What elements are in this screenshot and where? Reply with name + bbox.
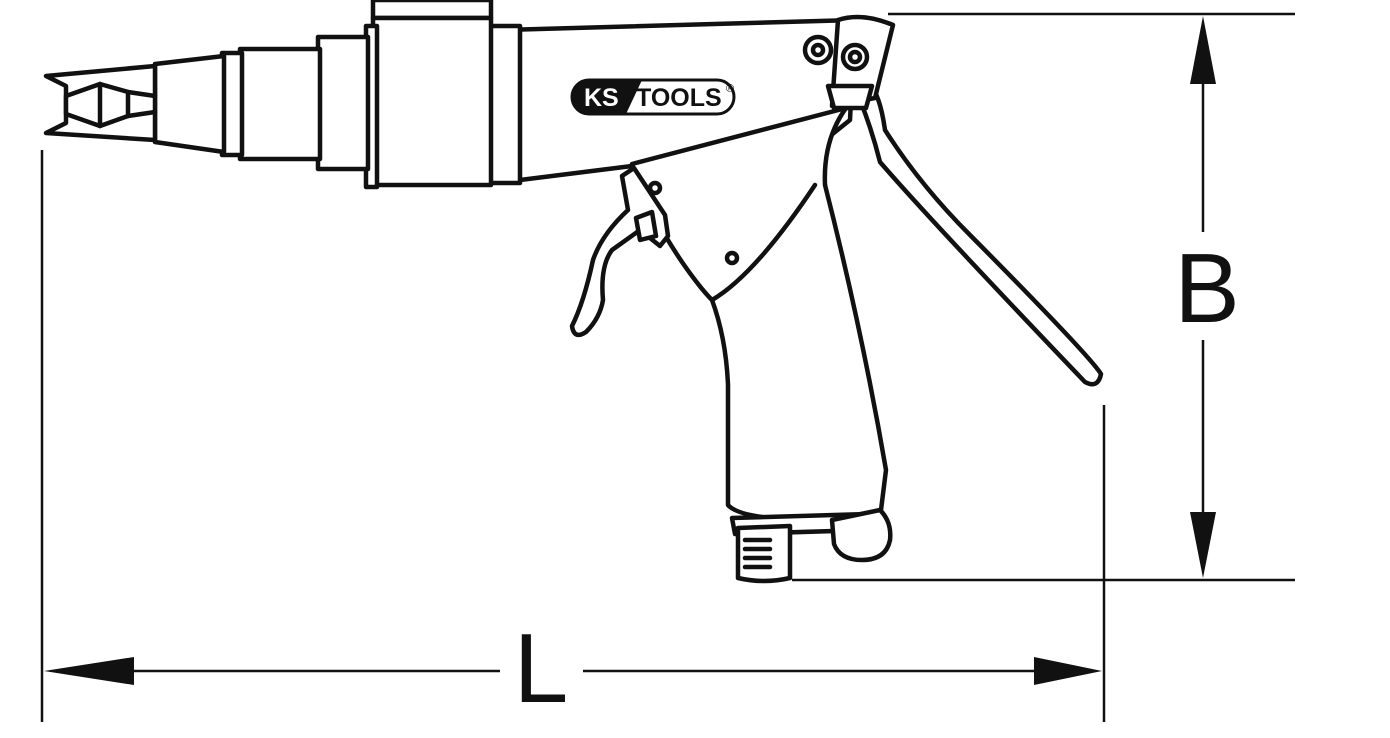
dimension-b-arrow-up	[1190, 16, 1216, 84]
nozzle-cone	[152, 53, 227, 155]
dimension-b: B	[792, 12, 1295, 582]
barrel-sleeve	[370, 15, 494, 188]
chisel-edge-2	[125, 89, 158, 99]
air-inlet-fitting	[735, 523, 793, 584]
barrel-ring	[315, 34, 371, 172]
ks-tools-logo: KS TOOLS ®	[570, 78, 736, 116]
pistol-grip	[629, 105, 889, 523]
exhaust-deflector	[829, 507, 893, 563]
rear-lever	[857, 82, 1104, 387]
logo-word-text: TOOLS	[636, 84, 722, 112]
barrel-collar	[487, 23, 523, 186]
logo-mark-text: KS	[584, 84, 619, 112]
pivot-screw-inner	[810, 42, 826, 58]
grip-contour	[709, 182, 818, 303]
logo-registered-mark: ®	[726, 83, 734, 95]
dimension-l-arrow-right	[1034, 657, 1102, 685]
pivot-block	[825, 83, 875, 111]
trigger-pin	[633, 209, 659, 243]
top-clamp	[370, 0, 494, 21]
dimension-b-arrow-down	[1190, 512, 1216, 578]
dimension-l: L	[40, 150, 1106, 723]
logo-mark-background	[572, 80, 642, 114]
grip-screw	[724, 250, 740, 266]
trigger-screw	[647, 180, 663, 196]
chisel-edge-3	[125, 109, 158, 119]
barrel-body	[237, 46, 323, 162]
dimension-l-label: L	[514, 613, 569, 723]
dimension-l-arrow-left	[44, 657, 134, 685]
trigger	[569, 165, 671, 338]
dimension-b-label: B	[1174, 233, 1239, 343]
pivot-pin-inner	[847, 49, 863, 65]
